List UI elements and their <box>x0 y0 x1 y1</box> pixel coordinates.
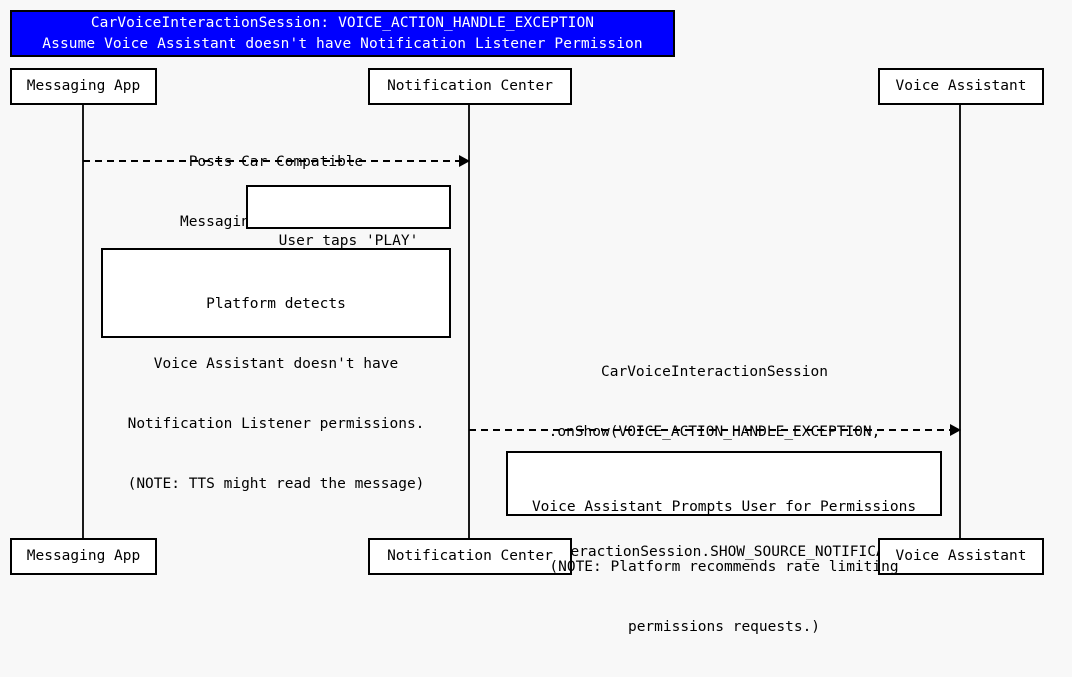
note-line: Notification Listener permissions. <box>127 416 425 432</box>
participant-box-notification-center-top[interactable]: Notification Center <box>368 68 572 105</box>
note-line: Voice Assistant Prompts User for Permiss… <box>531 499 917 515</box>
message-arrow-post-notification <box>83 155 470 167</box>
note-voice-assistant-prompts-permissions: Voice Assistant Prompts User for Permiss… <box>506 451 942 635</box>
note-user-taps-play: User taps 'PLAY' on Msg Notification <box>246 185 451 309</box>
participant-box-messaging-app-top[interactable]: Messaging App <box>10 68 157 105</box>
message-label-line: VoiceInteractionSession.SHOW_SOURCE_NOTI… <box>500 544 929 560</box>
note-line: permissions requests.) <box>627 619 821 635</box>
note-line: (NOTE: TTS might read the message) <box>127 476 425 492</box>
lifeline-messaging-app <box>82 105 84 538</box>
sequence-diagram-canvas: CarVoiceInteractionSession: VOICE_ACTION… <box>10 10 1044 635</box>
note-line: (NOTE: Platform recommends rate limiting <box>549 559 899 575</box>
note-line: Voice Assistant doesn't have <box>153 356 399 372</box>
participant-box-voice-assistant-top[interactable]: Voice Assistant <box>878 68 1044 105</box>
note-platform-detects-missing-permission: Platform detects Voice Assistant doesn't… <box>101 248 451 492</box>
participant-box-voice-assistant-bottom[interactable]: Voice Assistant <box>878 538 1044 575</box>
note-line: User taps 'PLAY' <box>278 233 419 249</box>
participant-box-messaging-app-bottom[interactable]: Messaging App <box>10 538 157 575</box>
diagram-title-line-1: CarVoiceInteractionSession: VOICE_ACTION… <box>90 15 595 31</box>
diagram-title-banner: CarVoiceInteractionSession: VOICE_ACTION… <box>10 10 675 57</box>
note-line: Platform detects <box>206 296 346 312</box>
lifeline-notification-center <box>468 105 470 538</box>
message-label-line: CarVoiceInteractionSession <box>601 364 828 380</box>
participant-box-notification-center-bottom[interactable]: Notification Center <box>368 538 572 575</box>
message-label-line: .onShow(VOICE_ACTION_HANDLE_EXCEPTION, <box>548 424 881 440</box>
lifeline-voice-assistant <box>959 105 961 538</box>
message-label-line: Posts Car Compatible <box>188 154 364 170</box>
message-arrow-on-show-exception <box>469 424 961 436</box>
diagram-title-line-2: Assume Voice Assistant doesn't have Noti… <box>42 36 643 52</box>
